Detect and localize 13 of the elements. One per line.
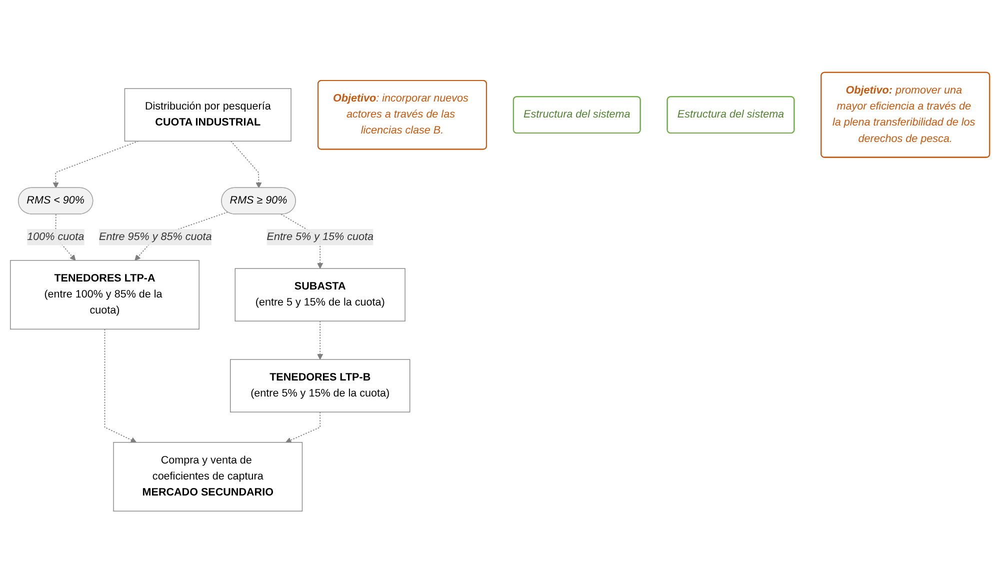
arrow — [317, 320, 324, 360]
node-box: TENEDORES LTP-B (entre 5% y 15% de la cuota) — [230, 359, 410, 413]
edge-label: Entre 5% y 15% cuota — [266, 231, 374, 243]
arrow — [285, 412, 321, 444]
node-box: Distribución por pesquería CUOTA INDUSTRIAL — [124, 88, 292, 142]
node-box: TENEDORES LTP-A (entre 100% y 85% de la cuota) — [10, 260, 200, 330]
arrow — [104, 328, 137, 443]
node-box: SUBASTA (entre 5 y 15% de la cuota) — [234, 268, 406, 322]
edge-label: Entre 95% y 85% cuota — [99, 231, 212, 243]
node-box: Compra y venta de coeficientes de captura MERCADO SECUNDARIO — [113, 442, 303, 512]
arrow — [230, 140, 262, 188]
edge-label: 100% cuota — [27, 231, 84, 243]
arrow — [52, 140, 139, 188]
